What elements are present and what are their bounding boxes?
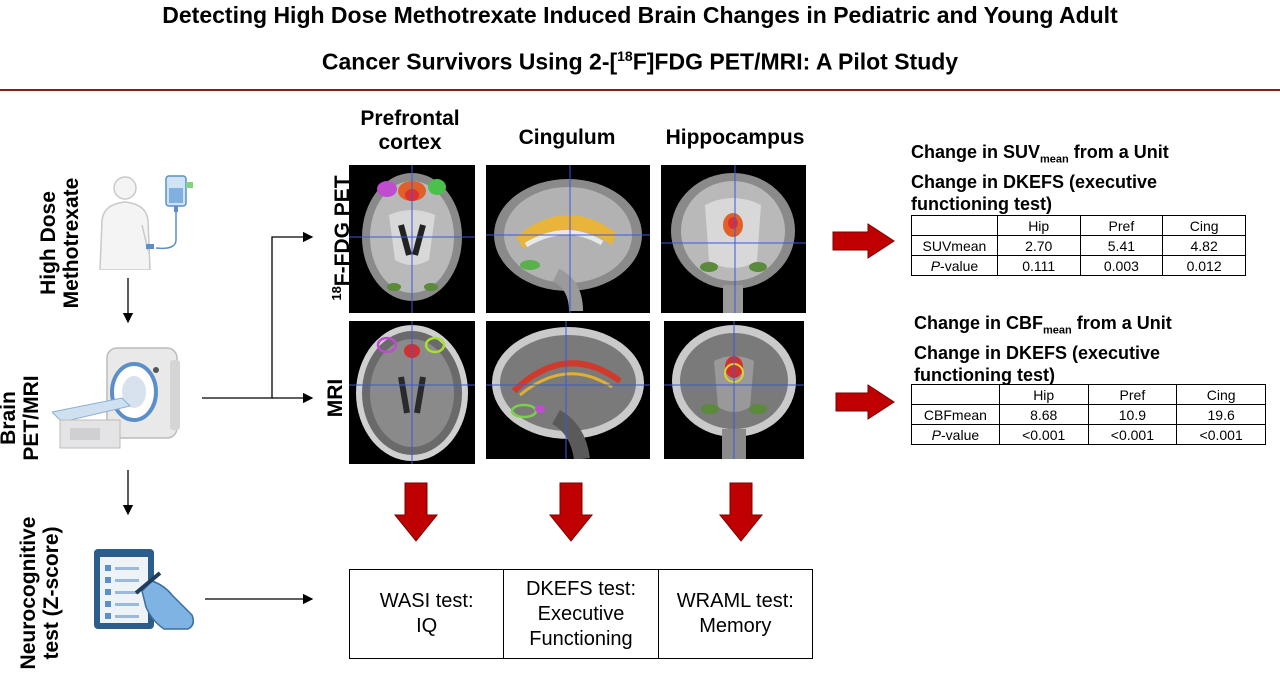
table-cell: <0.001: [1176, 424, 1266, 445]
table-cell: 8.68: [998, 404, 1089, 425]
table-header-cell: [911, 215, 998, 236]
table-header-cell: Hip: [996, 215, 1081, 236]
table-cell: 10.9: [1087, 404, 1178, 425]
title-line-1: Detecting High Dose Methotrexate Induced…: [162, 2, 1118, 28]
clipboard-checklist-icon: [92, 545, 202, 640]
red-arrow-right-cbf: [835, 384, 895, 420]
table-header-cell: Cing: [1176, 384, 1266, 405]
table-cell: <0.001: [998, 424, 1089, 445]
table-header-cell: Hip: [998, 384, 1089, 405]
pet-cingulum-scan: [486, 165, 650, 313]
table-row-label: P-value: [911, 255, 998, 276]
mri-hippocampus-scan: [664, 321, 804, 459]
wraml-test-cell: WRAML test:Memory: [676, 590, 794, 637]
column-cingulum: Cingulum: [518, 126, 616, 149]
table-cell: 0.012: [1162, 255, 1246, 276]
patient-iv-icon: [90, 170, 200, 275]
table-header-cell: Pref: [1079, 215, 1164, 236]
cbf-title: Change in CBFmean from a Unit Change in …: [914, 313, 1172, 385]
table-row: CBFmean 8.68 10.9 19.6: [911, 404, 1266, 425]
pet-prefrontal-scan: [349, 165, 475, 313]
red-arrow-down-prefrontal: [393, 482, 439, 542]
table-row: SUVmean 2.70 5.41 4.82: [911, 235, 1246, 256]
table-row: P-value 0.111 0.003 0.012: [911, 255, 1246, 276]
table-cell: 5.41: [1079, 235, 1164, 256]
table-cell: 0.111: [996, 255, 1081, 276]
suv-title: Change in SUVmean from a Unit Change in …: [911, 142, 1169, 214]
table-cell: 0.003: [1079, 255, 1164, 276]
wasi-test-cell: WASI test:IQ: [350, 570, 505, 658]
table-row-label: P-value: [911, 424, 1000, 445]
table-cell: 4.82: [1162, 235, 1246, 256]
mri-cingulum-scan: [486, 321, 650, 459]
red-arrow-down-cingulum: [548, 482, 594, 542]
table-header-cell: Cing: [1162, 215, 1246, 236]
title-divider: [0, 89, 1280, 91]
table-row-label: CBFmean: [911, 404, 1000, 425]
table-row-label: SUVmean: [911, 235, 998, 256]
column-hippocampus: Hippocampus: [665, 126, 805, 149]
pet-hippocampus-scan: [661, 165, 806, 313]
title-line-2: Cancer Survivors Using 2-[18F]FDG PET/MR…: [321, 48, 959, 75]
table-cell: 2.70: [996, 235, 1081, 256]
red-arrow-right-suv: [832, 223, 895, 259]
table-header-cell: [911, 384, 1000, 405]
table-cell: 19.6: [1176, 404, 1266, 425]
table-row: Hip Pref Cing: [911, 215, 1246, 236]
table-row: P-value <0.001 <0.001 <0.001: [911, 424, 1266, 445]
mri-prefrontal-scan: [349, 321, 475, 464]
pet-mri-scanner-icon: [50, 340, 192, 460]
suv-table: Hip Pref Cing SUVmean 2.70 5.41 4.82 P-v…: [911, 215, 1246, 276]
cbf-table: Hip Pref Cing CBFmean 8.68 10.9 19.6 P-v…: [911, 384, 1266, 445]
table-header-cell: Pref: [1087, 384, 1178, 405]
red-arrow-down-hippocampus: [718, 482, 764, 542]
table-cell: <0.001: [1087, 424, 1178, 445]
table-row: Hip Pref Cing: [911, 384, 1266, 405]
